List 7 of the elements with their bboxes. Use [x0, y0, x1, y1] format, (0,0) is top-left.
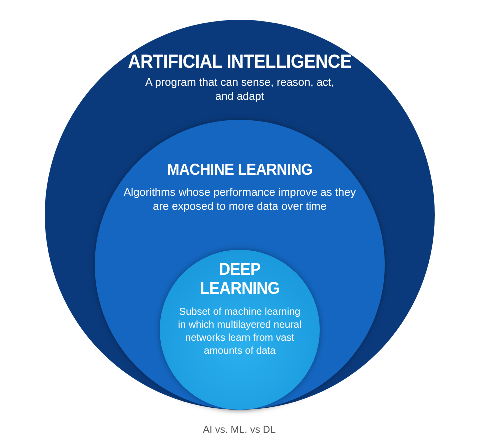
circle-heading: ARTIFICIAL INTELLIGENCE: [127, 52, 353, 73]
caption: AI vs. ML. vs DL: [202, 425, 277, 436]
description-text: Subset of machine learning in which multilayered neural networks learn from vast amounts of data: [177, 306, 303, 358]
circle-heading: MACHINE LEARNING: [166, 162, 314, 180]
circle-heading: DEEP LEARNING: [199, 260, 281, 298]
description-text: A program that can sense, reason, act, and adapt: [144, 76, 336, 104]
description-text: Algorithms whose performance improve as they are exposed to more data over time: [122, 186, 358, 214]
